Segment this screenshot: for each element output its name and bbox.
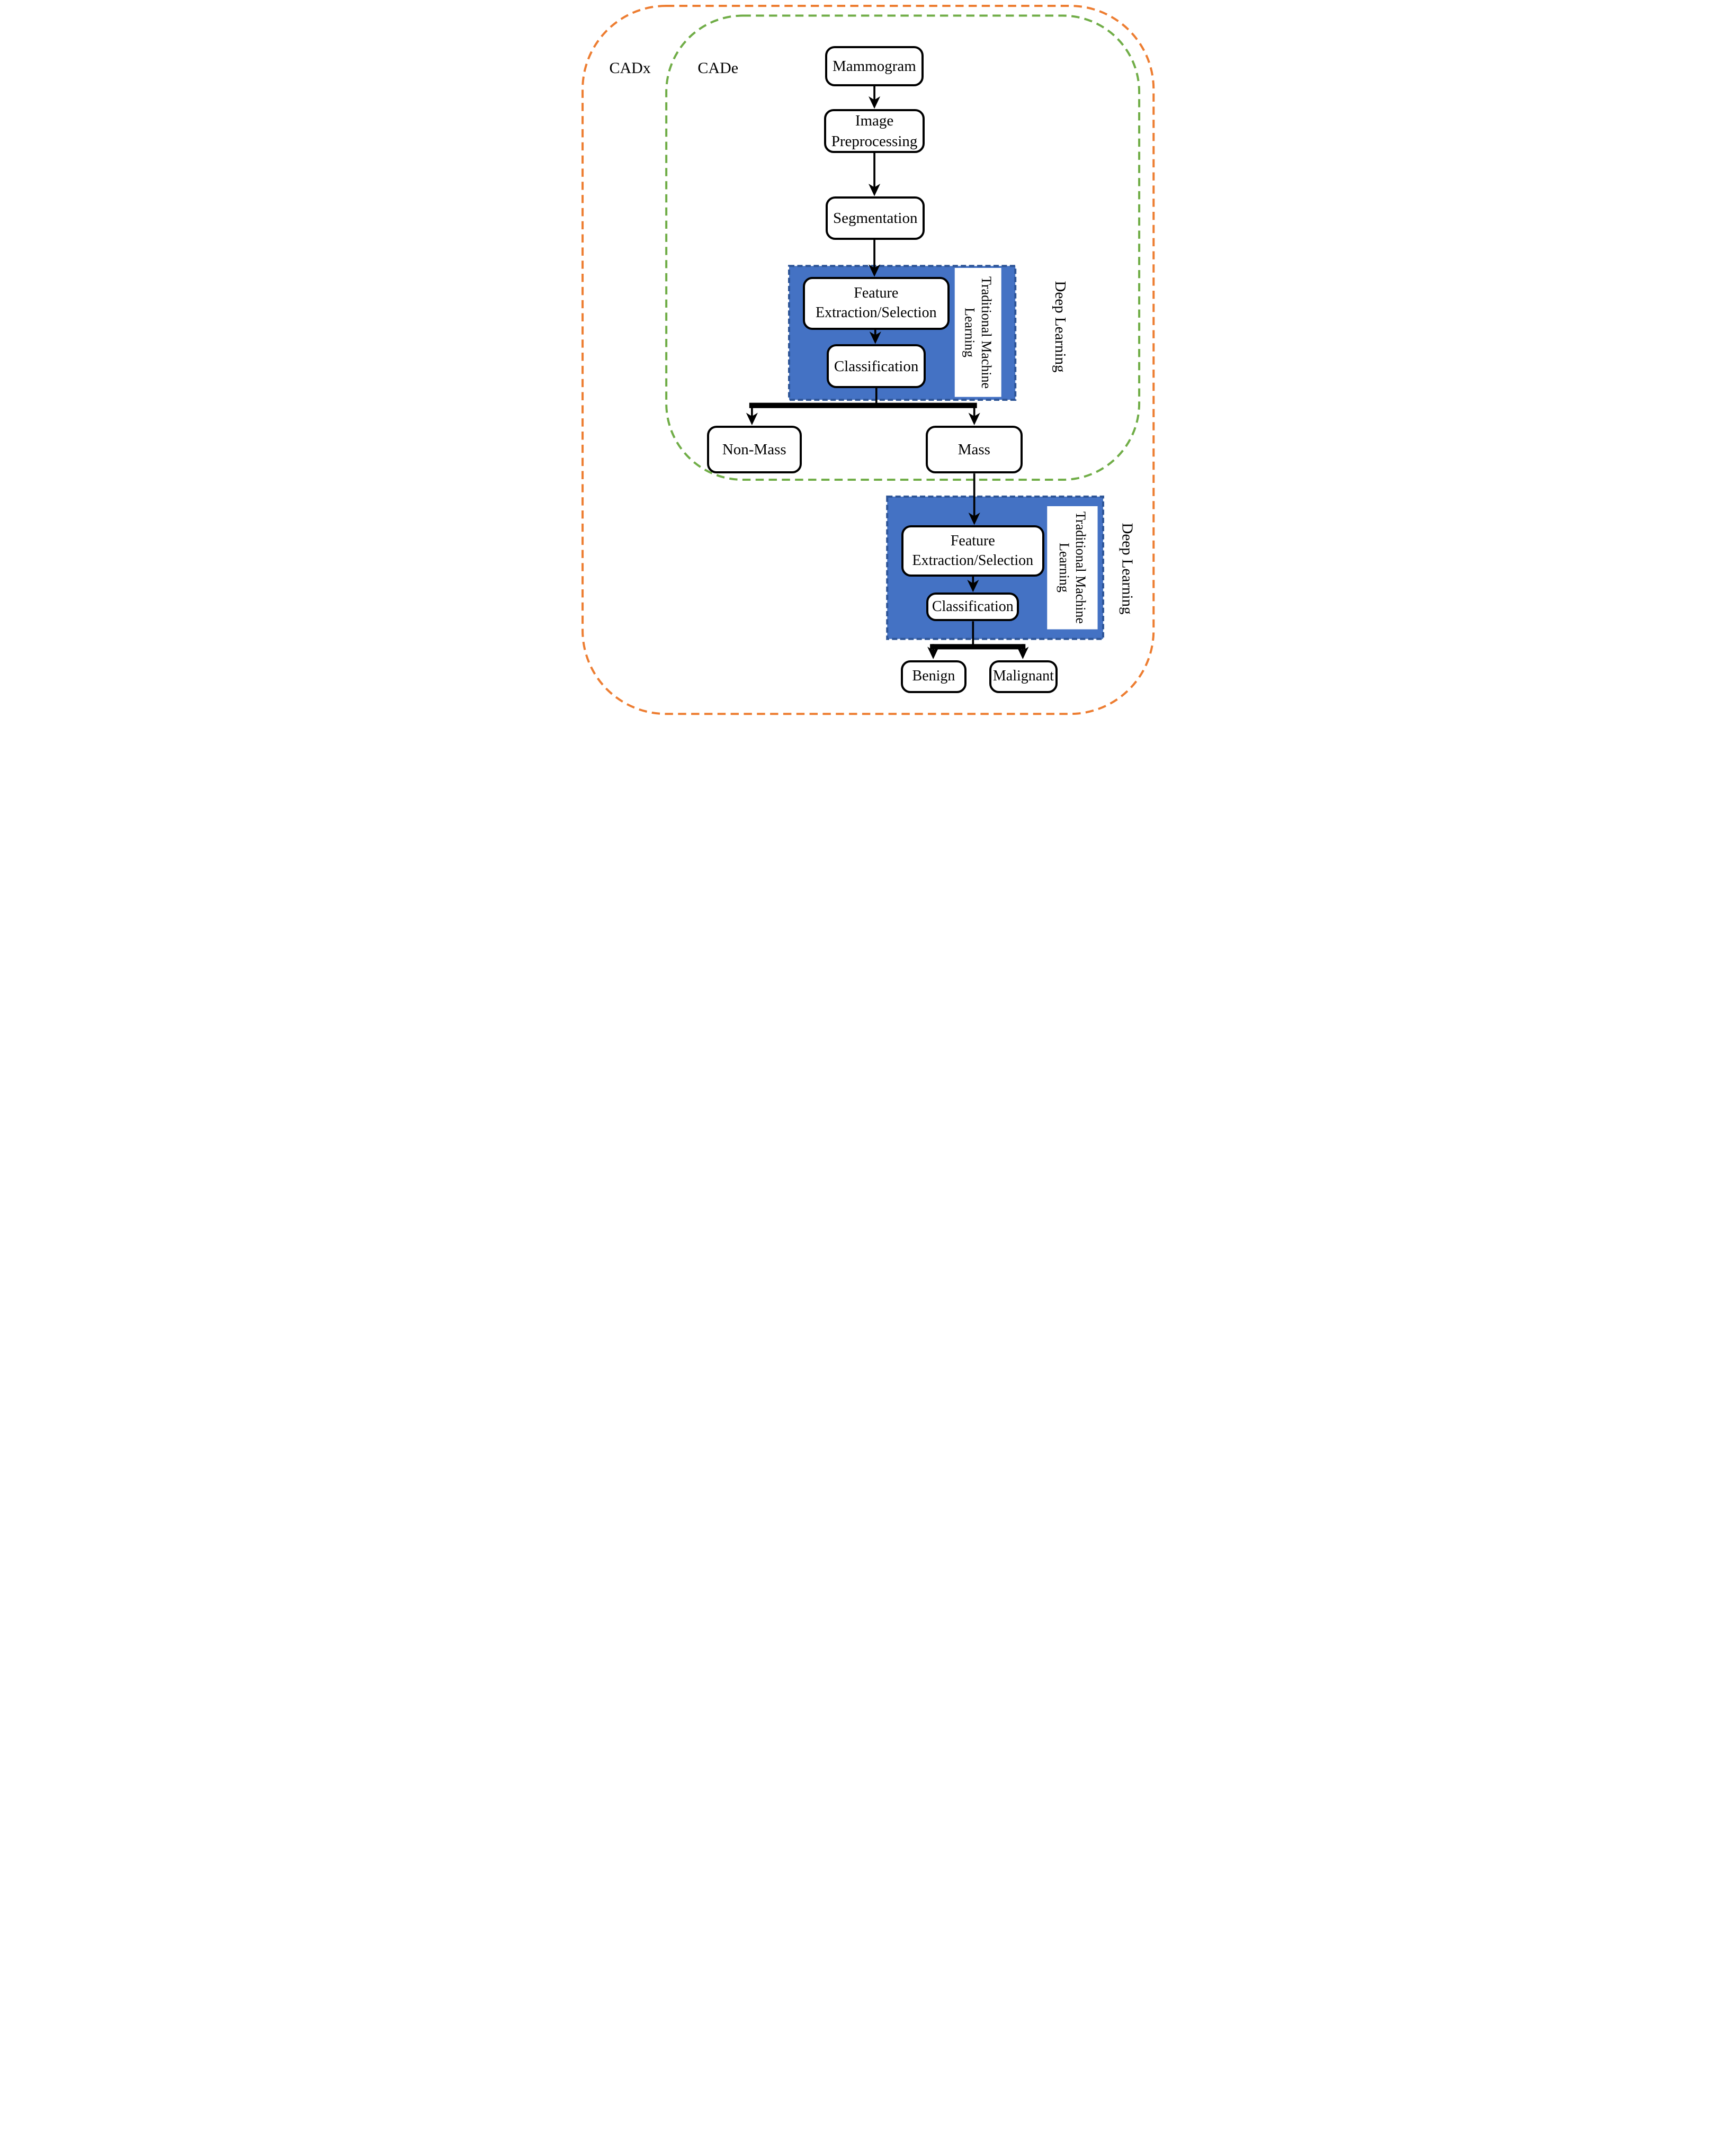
arrow-preprocessing-to-segmentation bbox=[869, 152, 881, 196]
node-malignant: Malignant bbox=[989, 660, 1058, 693]
node-non-mass-label: Non-Mass bbox=[722, 441, 786, 458]
traditional-ml-label-1-line2: Learning bbox=[962, 307, 978, 357]
node-segmentation: Segmentation bbox=[826, 196, 925, 240]
node-malignant-label: Malignant bbox=[992, 668, 1054, 685]
node-image-preprocessing-line1: Image bbox=[855, 112, 894, 130]
traditional-ml-label-2-line1: Traditional Machine bbox=[1073, 511, 1089, 624]
deep-learning-label-2: Deep Learning bbox=[1118, 523, 1136, 615]
traditional-ml-label-1-line1: Traditional Machine bbox=[978, 276, 994, 389]
cadx-region-label: CADx bbox=[609, 59, 651, 77]
arrow-feature-extraction-1-to-classification-1 bbox=[869, 329, 881, 344]
node-mammogram: Mammogram bbox=[825, 46, 924, 87]
node-classification-1-label: Classification bbox=[834, 357, 919, 375]
node-image-preprocessing: Image Preprocessing bbox=[824, 109, 925, 154]
node-feature-extraction-2-line2: Extraction/Selection bbox=[912, 552, 1034, 569]
node-mammogram-label: Mammogram bbox=[832, 58, 916, 75]
cade-region-label: CADe bbox=[697, 59, 739, 77]
node-feature-extraction-1-line2: Extraction/Selection bbox=[815, 304, 937, 321]
node-feature-extraction-2-line1: Feature bbox=[950, 532, 995, 549]
node-mass-label: Mass bbox=[958, 441, 990, 458]
node-classification-1: Classification bbox=[827, 344, 926, 389]
branch-classification-2-to-benign-malignant bbox=[927, 621, 1029, 659]
node-segmentation-label: Segmentation bbox=[833, 209, 918, 227]
arrow-mass-to-feature-extraction-2 bbox=[968, 473, 980, 525]
branch-classification-1-to-nonmass-mass bbox=[746, 387, 980, 425]
traditional-ml-label-panel-1 bbox=[954, 268, 1001, 397]
node-benign: Benign bbox=[901, 660, 967, 693]
traditional-ml-label-1: Traditional Machine Learning bbox=[961, 276, 994, 389]
node-benign-label: Benign bbox=[912, 668, 955, 685]
node-feature-extraction-1-line1: Feature bbox=[854, 285, 899, 302]
node-feature-extraction-1: Feature Extraction/Selection bbox=[802, 277, 950, 330]
node-non-mass: Non-Mass bbox=[706, 425, 802, 474]
cad-mammography-flowchart: CADx CADe Mammogram Image Preprocessing … bbox=[577, 0, 1159, 723]
cade-region-outline bbox=[665, 14, 1141, 481]
traditional-ml-label-2-line2: Learning bbox=[1056, 543, 1072, 593]
node-mass: Mass bbox=[925, 425, 1023, 474]
deep-learning-label-1: Deep Learning bbox=[1052, 281, 1069, 373]
node-classification-2-label: Classification bbox=[932, 598, 1014, 615]
arrow-feature-extraction-2-to-classification-2 bbox=[967, 576, 979, 593]
cadx-region-outline bbox=[581, 5, 1155, 715]
traditional-ml-label-panel-2 bbox=[1047, 506, 1098, 630]
traditional-ml-label-2: Traditional Machine Learning bbox=[1056, 511, 1089, 624]
node-classification-2: Classification bbox=[926, 593, 1019, 622]
node-image-preprocessing-line2: Preprocessing bbox=[831, 132, 918, 150]
arrow-mammogram-to-preprocessing bbox=[869, 85, 881, 109]
node-feature-extraction-2: Feature Extraction/Selection bbox=[901, 525, 1044, 577]
arrow-segmentation-to-feature-extraction-1 bbox=[869, 238, 881, 277]
